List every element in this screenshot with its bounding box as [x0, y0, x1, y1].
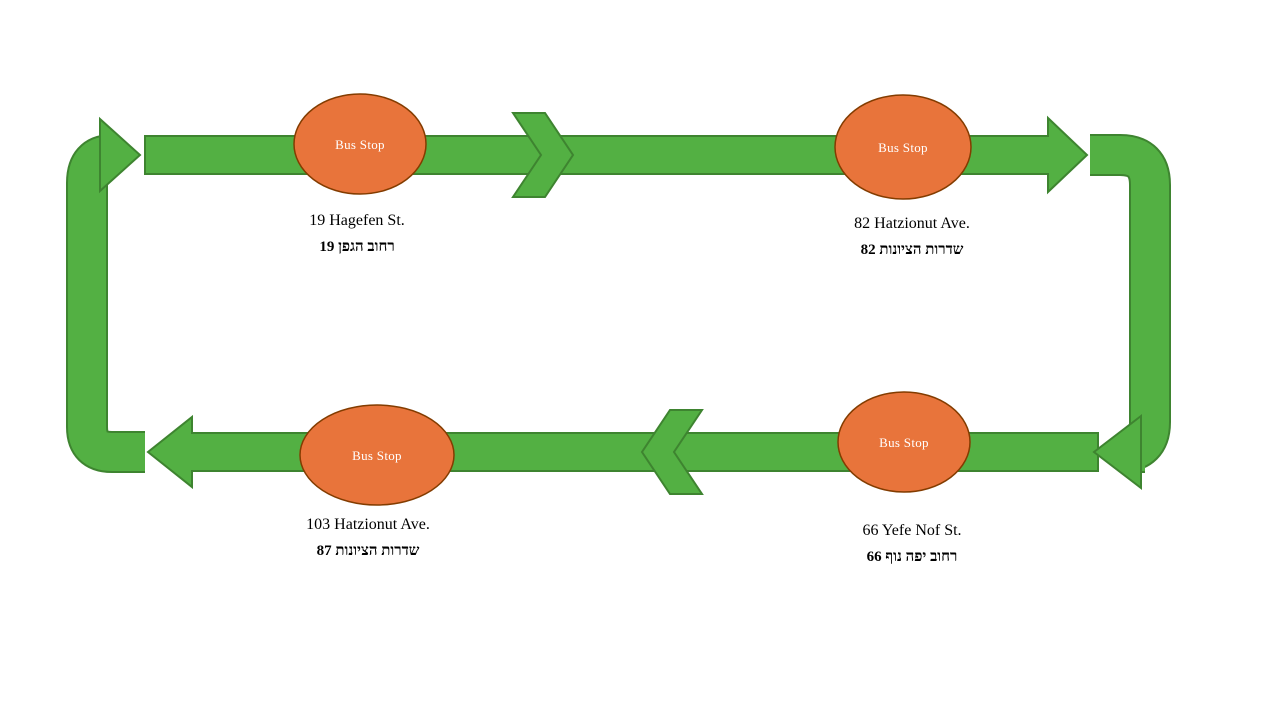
- bus-stop-label-4: Bus Stop: [879, 435, 929, 450]
- bus-stop-node-1: [293, 93, 427, 195]
- bus-stop-node-3: [299, 404, 455, 506]
- stop-address-4-en: 66 Yefe Nof St.: [862, 522, 962, 539]
- stop-address-2-he: שדרות הציונות 82: [860, 242, 964, 258]
- bus-stop-node-2: [834, 94, 972, 200]
- stop-address-3: 103 Hatzionut Ave. שדרות הציונות 87: [218, 516, 518, 560]
- stop-address-3-en: 103 Hatzionut Ave.: [306, 516, 430, 533]
- stop-address-1: 19 Hagefen St. רחוב הגפן 19: [207, 212, 507, 256]
- route-arrowhead-top-left: [99, 116, 142, 194]
- bus-stop-label-3: Bus Stop: [352, 448, 402, 463]
- stop-address-2-en: 82 Hatzionut Ave.: [854, 215, 970, 232]
- route-left-connector: [66, 134, 145, 473]
- stop-address-4: 66 Yefe Nof St. רחוב יפה נוף 66: [762, 522, 1062, 566]
- stop-address-1-en: 19 Hagefen St.: [309, 212, 405, 229]
- stop-address-4-he: רחוב יפה נוף 66: [866, 549, 958, 565]
- bus-stop-label-2: Bus Stop: [878, 140, 928, 155]
- bus-stop-label-1: Bus Stop: [335, 137, 385, 152]
- route-arrowhead-bottom-right: [1092, 413, 1142, 491]
- route-right-connector: [1090, 134, 1171, 473]
- bus-stop-node-4: [837, 391, 971, 493]
- route-chevron-top: [511, 112, 575, 198]
- stop-address-2: 82 Hatzionut Ave. שדרות הציונות 82: [762, 215, 1062, 259]
- stop-address-1-he: רחוב הגפן 19: [319, 239, 395, 255]
- stop-address-3-he: שדרות הציונות 87: [316, 543, 420, 559]
- route-chevron-bottom: [640, 409, 704, 495]
